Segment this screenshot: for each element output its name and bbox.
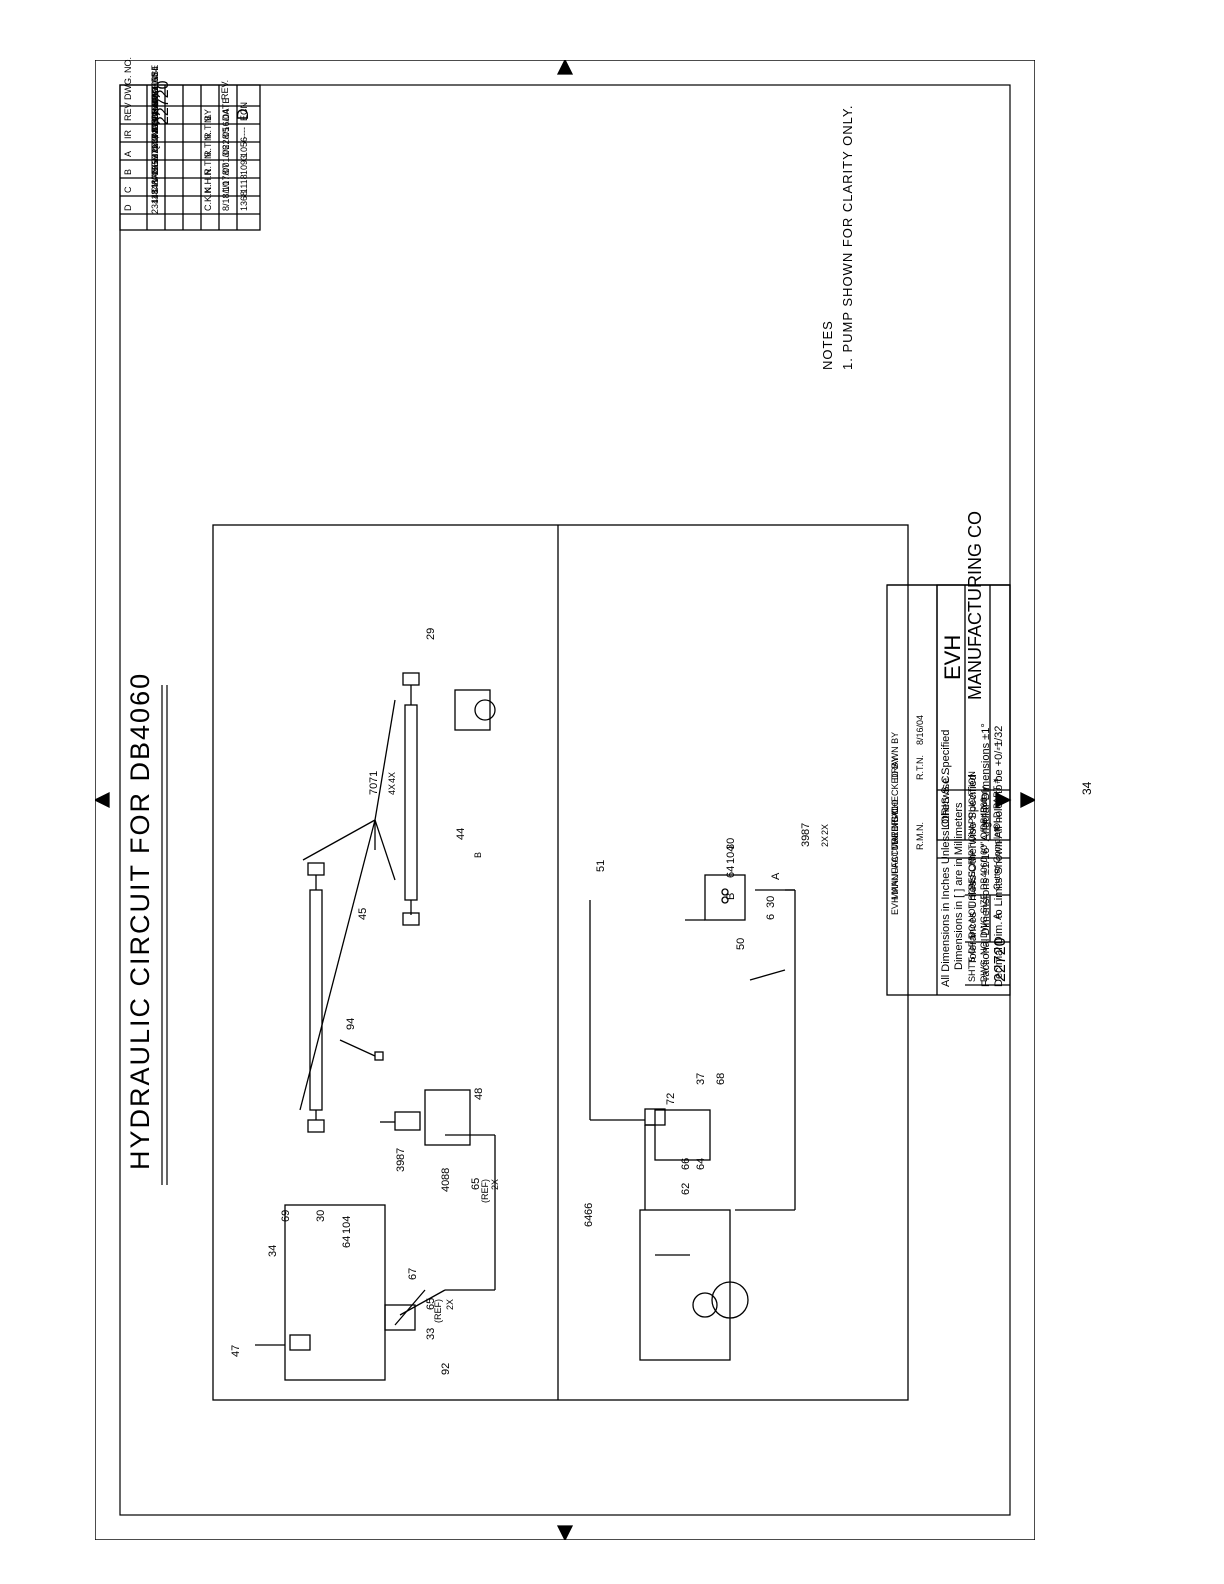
callout-48: 48 [473, 1087, 485, 1100]
callout-6: 6 [765, 913, 777, 920]
rev-row-d-date: 8/18/10 [221, 180, 231, 211]
old-part-label: OLD PART # [992, 778, 1002, 830]
callout-104-b: 104 [725, 845, 737, 864]
description-line-2: Cutter Complete [992, 824, 1002, 890]
callout-67: 67 [407, 1267, 419, 1280]
callout-37: 37 [695, 1072, 707, 1085]
dwg-size: A [992, 912, 1004, 920]
rev-header-rev: REV [123, 102, 133, 121]
callout-71-qty: 4X [387, 771, 397, 783]
rev-row-b-ecn: 1093 [239, 154, 249, 175]
tolerance-line-1: All Dimensions in Inches Unless Otherwis… [940, 729, 952, 987]
callout-70: 70 [368, 782, 380, 795]
callout-66-b: 66 [680, 1157, 692, 1170]
port-a-label: A [770, 872, 782, 880]
callout-51: 51 [595, 859, 607, 872]
callout-69: 69 [280, 1209, 292, 1222]
page-number: 34 [1080, 781, 1094, 795]
tolerance-line-2: Dimensions in [ ] are in Millimeters [953, 802, 965, 971]
sheet-number: SHT 5 OF 5 [967, 934, 977, 982]
callout-65-b-ref: (REF) [480, 1179, 490, 1203]
company-line-1: EVH [940, 634, 965, 680]
rev-dwg-no-label: DWG. NO. [123, 57, 133, 100]
callout-34: 34 [267, 1244, 279, 1257]
callout-30-b: 30 [765, 895, 777, 908]
callout-94: 94 [345, 1017, 357, 1030]
rev-row-d-ecn: 1368 [239, 190, 249, 211]
title-dwg-no: 22720 [992, 937, 1009, 983]
callout-29: 29 [425, 627, 437, 640]
callout-44: 44 [455, 827, 467, 840]
rev-row-a-rev: A [123, 150, 133, 157]
callout-88: 88 [440, 1167, 452, 1180]
callout-72: 72 [665, 1092, 677, 1105]
rev-row-d-by: C.K.N. [203, 184, 213, 211]
callout-33: 33 [425, 1327, 437, 1340]
callout-70-qty: 4X [387, 783, 397, 795]
do-not-scale: DO NOT SCALE [967, 871, 977, 938]
callout-64-a: 64 [583, 1214, 595, 1227]
callout-66-a: 66 [583, 1202, 595, 1215]
callout-65-b-qty: 2X [490, 1178, 500, 1190]
callout-92: 92 [440, 1362, 452, 1375]
drawn-by: R.T.N. [915, 754, 925, 780]
drawing-sheet: HYDRAULIC CIRCUIT FOR DB4060 NOTES 1. PU… [95, 57, 1035, 1540]
callout-64-top: 64 [341, 1235, 353, 1248]
callout-64-b: 64 [695, 1157, 707, 1170]
title-dwg-no-label: DWG. NO. [979, 939, 989, 982]
drawing-linework [95, 60, 1035, 1540]
callout-39-b: 39 [800, 834, 812, 847]
company-line-2: MANUFACTURING CO [965, 511, 985, 700]
drawing-title: HYDRAULIC CIRCUIT FOR DB4060 [125, 671, 155, 1170]
callout-39-b-qty: 2X [820, 835, 830, 847]
callout-65-a-qty: 2X [445, 1298, 455, 1310]
callout-87-b-qty: 2X [820, 823, 830, 835]
callout-40: 40 [440, 1179, 452, 1192]
callout-71: 71 [368, 770, 380, 783]
rev-row-c-rev: C [123, 186, 133, 194]
callout-64-c: 64 [725, 865, 737, 878]
description-line-1: DB4060 60" Offset Rotary [979, 786, 989, 890]
manufactured-by: EVH MANUFACTURING CO [890, 799, 900, 915]
rev-header-ecn: ECN [239, 101, 249, 121]
rev-row-d-rev: D [123, 204, 133, 212]
port-b-label: B [725, 892, 737, 900]
callout-50: 50 [735, 937, 747, 950]
callout-87-b: 87 [800, 822, 812, 835]
rev-b-flag: B [473, 851, 483, 858]
dwg-size-label: DWG SIZE [979, 893, 989, 939]
rev-row-b-rev: B [123, 168, 133, 175]
rev-row-ir-rev: IR [123, 130, 133, 139]
rev-row-d-change-2: 11848, 16577 WAS 11777 [150, 100, 160, 204]
callout-30-top: 30 [315, 1209, 327, 1222]
notes-item-1: 1. PUMP SHOWN FOR CLARITY ONLY. [840, 104, 855, 370]
callout-104-top: 104 [341, 1215, 353, 1234]
callout-62: 62 [680, 1182, 692, 1195]
old-part: --- [992, 741, 1002, 750]
application-label: APPLICATION [967, 771, 977, 830]
callout-39-top: 39 [395, 1159, 407, 1172]
material-by: R.M.N. [915, 822, 925, 850]
callout-87-top: 87 [395, 1147, 407, 1160]
company-line-3: LORIS S.C. [940, 772, 952, 830]
drawn-date: 8/16/04 [915, 714, 925, 745]
callout-47: 47 [230, 1344, 242, 1357]
callout-65-a-ref: (REF) [433, 1299, 443, 1323]
notes-heading: NOTES [820, 320, 835, 370]
callout-68: 68 [715, 1072, 727, 1085]
callout-45: 45 [357, 907, 369, 920]
